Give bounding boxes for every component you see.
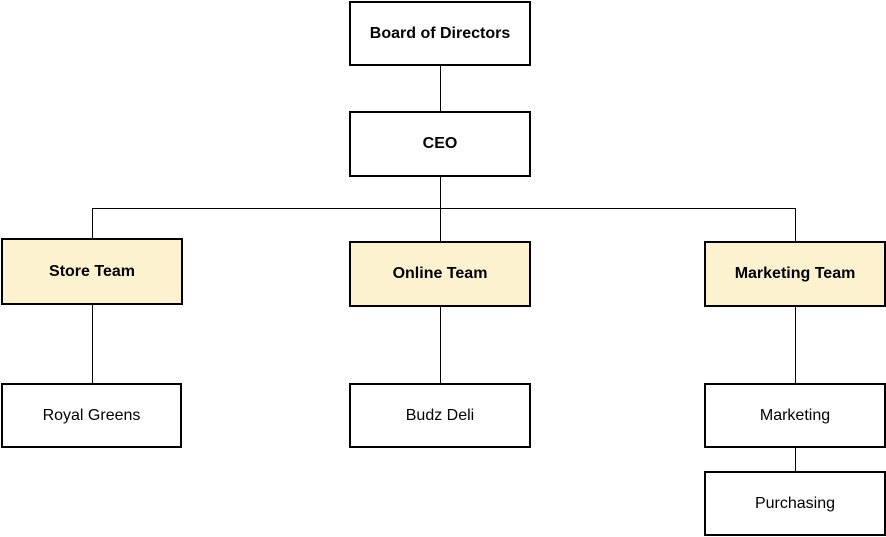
connector-horizontal-bus [92, 208, 796, 209]
node-label: Online Team [392, 265, 488, 282]
connector-ceo-down [440, 177, 441, 209]
connector-bus-store [92, 208, 93, 238]
node-marketing: Marketing [704, 383, 886, 448]
connector-store-royal [92, 305, 93, 383]
node-label: Marketing Team [734, 265, 856, 282]
connector-mktteam-marketing [795, 307, 796, 383]
node-store-team: Store Team [1, 238, 183, 305]
node-label: Purchasing [754, 494, 836, 512]
node-board-of-directors: Board of Directors [349, 1, 531, 66]
node-label: CEO [422, 135, 458, 152]
node-royal-greens: Royal Greens [1, 383, 182, 448]
connector-online-budz [440, 307, 441, 383]
node-online-team: Online Team [349, 241, 531, 307]
node-purchasing: Purchasing [704, 471, 886, 536]
node-label: Royal Greens [42, 406, 141, 424]
node-ceo: CEO [349, 111, 531, 177]
connector-bus-marketing-team [795, 208, 796, 241]
connector-board-ceo [440, 66, 441, 111]
connector-marketing-purchasing [795, 448, 796, 471]
node-label: Budz Deli [405, 406, 475, 424]
node-label: Marketing [759, 406, 831, 424]
node-budz-deli: Budz Deli [349, 383, 531, 448]
node-label: Store Team [49, 262, 135, 280]
node-marketing-team: Marketing Team [704, 241, 886, 307]
node-label: Board of Directors [369, 24, 511, 42]
connector-bus-online [440, 208, 441, 241]
